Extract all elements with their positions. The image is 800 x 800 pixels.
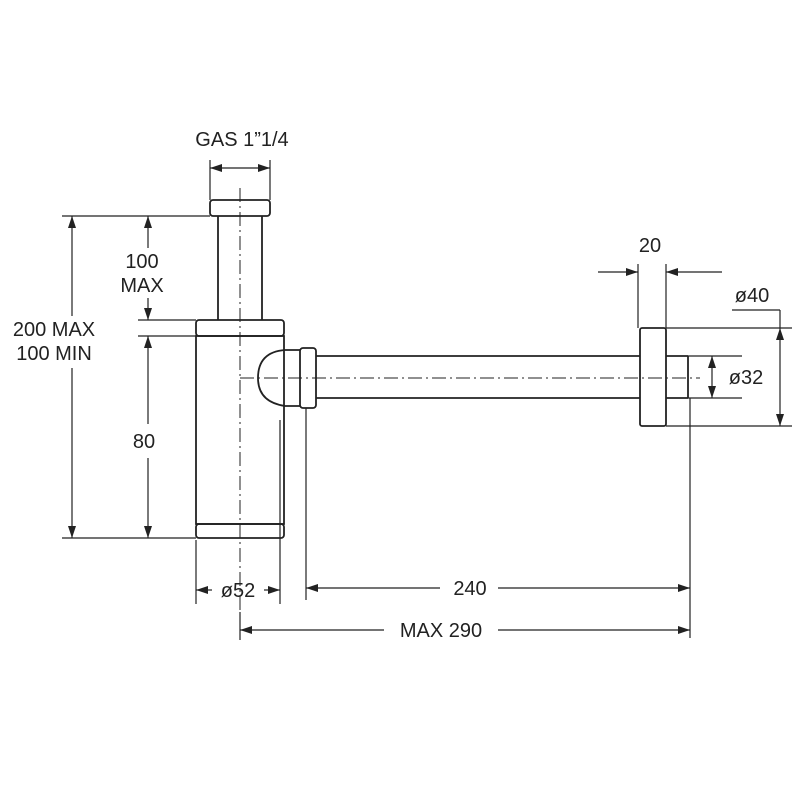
flange-diameter-label: ø40	[735, 285, 769, 307]
dimension-tube-adjustment: 100 MAX	[120, 215, 210, 321]
thread-size-label: GAS 1”1/4	[195, 129, 288, 151]
dimension-max-length: MAX 290	[239, 612, 690, 642]
total-height-label-line2: 100 MIN	[16, 343, 92, 365]
total-height-label-line1: 200 MAX	[13, 319, 95, 341]
dimension-pipe-diameter: ø32	[688, 355, 763, 399]
inlet-tube	[209, 199, 271, 320]
flange-width-label: 20	[639, 235, 661, 257]
dimension-flange-width: 20	[598, 235, 722, 328]
body-height-label: 80	[133, 431, 155, 453]
tube-adjust-label-line1: 100	[125, 251, 158, 273]
dimension-thread: GAS 1”1/4	[195, 129, 289, 200]
dimension-flange-diameter: ø40	[666, 285, 792, 427]
tube-adjust-label-line2: MAX	[120, 275, 163, 297]
body-diameter-label: ø52	[221, 580, 255, 602]
dimension-body-diameter: ø52	[195, 420, 281, 604]
dimension-outlet-length: 240	[305, 398, 691, 638]
outlet-length-label: 240	[453, 578, 486, 600]
dimension-total-height: 200 MAX 100 MIN	[13, 215, 196, 539]
outlet-pipe	[316, 355, 640, 399]
centerlines	[239, 188, 700, 610]
wall-flange	[639, 327, 689, 427]
max-length-label: MAX 290	[400, 620, 482, 642]
outlet-elbow	[257, 347, 317, 409]
pipe-diameter-label: ø32	[729, 367, 763, 389]
dimension-body-height: 80	[133, 335, 196, 538]
bottle-body	[195, 319, 285, 539]
